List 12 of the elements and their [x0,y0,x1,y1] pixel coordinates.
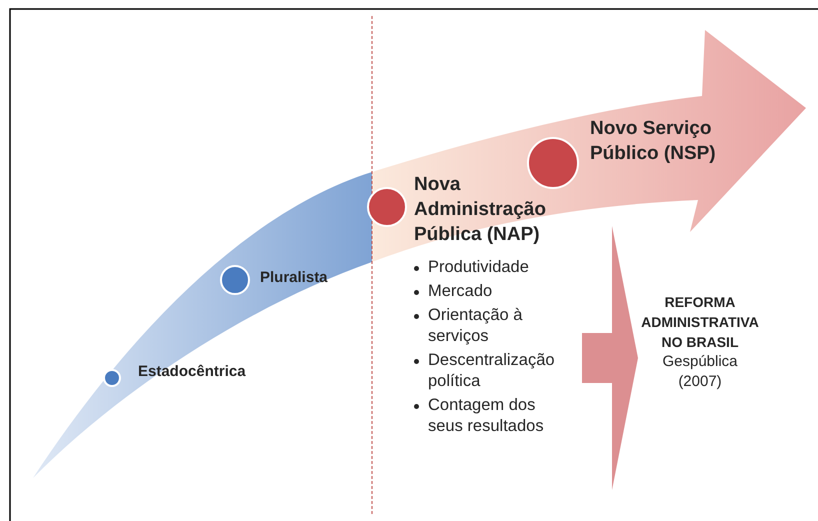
node-heading: Nova Administração Pública (NAP) [414,173,547,247]
bullet-text: Mercado [428,281,492,302]
node-heading: REFORMA ADMINISTRATIVA NO BRASIL [640,293,760,352]
bullet-text: Orientação à serviços [428,305,524,347]
stage-label: Pluralista [260,268,329,288]
stage-label: Estadocêntrica [138,362,247,382]
node-text: Gespública (2007) [661,352,739,392]
stage-label: Novo Serviço Público (NSP) [590,117,717,166]
bullet-text: Descentralização política [428,350,556,392]
bullet-text: Produtividade [428,257,529,278]
bullet-text: Contagem dos seus resultados [428,395,545,437]
block-arrow [582,226,638,490]
